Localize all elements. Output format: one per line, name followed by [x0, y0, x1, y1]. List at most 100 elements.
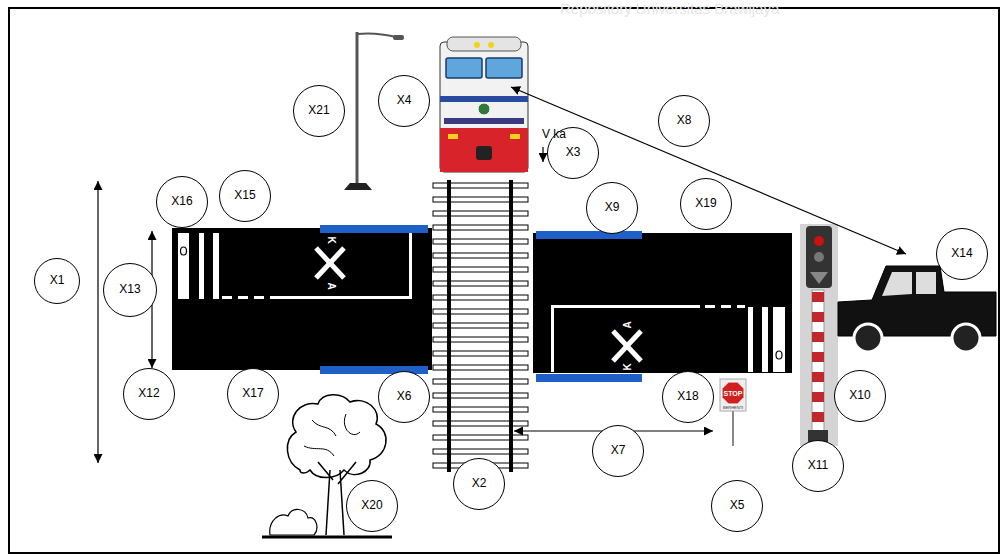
- truck-window: [882, 272, 912, 296]
- lane-dash: [721, 305, 731, 308]
- dimension-arrow: [97, 181, 98, 463]
- train-body: [440, 42, 528, 172]
- callout-number: X16: [171, 195, 192, 208]
- lamp-head: [393, 35, 404, 40]
- train-roof: [447, 37, 521, 51]
- callout-circle: X11: [792, 440, 844, 492]
- train-stripe: [444, 118, 524, 124]
- train-window: [486, 58, 522, 78]
- pole-stripe: [812, 292, 824, 302]
- lane-dash: [238, 296, 248, 299]
- pole-stripe: [812, 332, 824, 342]
- callout-number: X10: [849, 389, 870, 402]
- truck-wheel: [854, 324, 882, 352]
- callout-circle: X6: [378, 371, 430, 423]
- callout-number: X19: [695, 197, 716, 210]
- callout-circle: X9: [586, 182, 638, 234]
- train-coupler: [476, 146, 492, 160]
- road-right: [533, 233, 792, 373]
- callout-circle: X18: [662, 371, 714, 423]
- signal-light: [814, 252, 824, 262]
- road-symbol: [776, 351, 782, 359]
- callout-number: X20: [361, 499, 382, 512]
- stop-bar: [178, 233, 189, 299]
- callout-number: X11: [808, 459, 828, 472]
- callout-number: X13: [119, 283, 140, 296]
- stop-sign-board: [720, 379, 746, 411]
- callout-circle: X12: [123, 368, 175, 420]
- watermark: Repository Universitas Brawijaya: [560, 1, 779, 16]
- callout-circle: X20: [346, 480, 398, 532]
- lamp-pole: [356, 32, 359, 186]
- stop-bar: [748, 307, 753, 372]
- train-emblem: [478, 103, 490, 115]
- signal-photo-bg: [800, 224, 838, 446]
- tree-canopy: [287, 395, 386, 478]
- pole-stripe: [812, 412, 824, 422]
- signal-marker: [810, 272, 828, 284]
- signal-pole: [812, 290, 824, 432]
- cross-marking: [613, 331, 641, 361]
- lane-line: [270, 296, 412, 299]
- blue-curb: [536, 374, 642, 382]
- callout-number: X6: [397, 390, 412, 403]
- callout-number: X1: [50, 274, 65, 287]
- stop-sign-pole: [732, 408, 734, 446]
- train-window: [446, 58, 482, 78]
- truck-wheel: [952, 324, 980, 352]
- cross-marking: [316, 248, 344, 278]
- sign-text: STOP: [724, 390, 743, 397]
- callout-circle: X13: [103, 263, 157, 317]
- callout-number: X4: [397, 94, 412, 107]
- lane-dash: [737, 305, 745, 308]
- train-headlight: [488, 42, 494, 48]
- callout-number: X5: [730, 499, 745, 512]
- callout-number: X7: [611, 444, 626, 457]
- callout-circle: X5: [711, 480, 763, 532]
- callout-number: X15: [234, 189, 255, 202]
- stop-bar: [762, 307, 768, 372]
- lane-dash: [222, 296, 232, 299]
- cross-marking: [613, 331, 641, 361]
- road-marking-letter: A: [622, 321, 632, 328]
- lane-line: [551, 305, 554, 372]
- lane-dash: [705, 305, 715, 308]
- frame: [9, 8, 999, 553]
- callout-circle: X14: [936, 228, 988, 280]
- truck-window: [916, 272, 936, 294]
- callout-number: X12: [138, 387, 159, 400]
- lamp-base: [344, 183, 372, 190]
- signal-light: [814, 236, 824, 246]
- cross-marking: [316, 248, 344, 278]
- pole-stripe: [812, 312, 824, 322]
- callout-circle: X21: [293, 85, 345, 137]
- lane-line: [409, 233, 412, 299]
- pole-stripe: [812, 392, 824, 402]
- callout-circle: X7: [592, 425, 644, 477]
- callout-number: X3: [566, 146, 581, 159]
- train-lamp: [448, 134, 458, 139]
- train-headlight: [474, 42, 480, 48]
- road-marking-letter: A: [325, 282, 335, 289]
- signal-pole-stripes: [812, 292, 824, 422]
- callout-circle: X16: [156, 176, 208, 228]
- train-lamp: [510, 134, 520, 139]
- road-marking-letter: K: [622, 363, 632, 370]
- callout-number: X9: [605, 201, 620, 214]
- callout-number: X14: [951, 247, 972, 260]
- blue-curb: [320, 225, 428, 233]
- callout-circle: X17: [227, 368, 279, 420]
- callout-number: X17: [242, 387, 263, 400]
- callout-circle: X8: [658, 95, 710, 147]
- callout-number: X18: [677, 390, 698, 403]
- road-symbol: [181, 247, 187, 255]
- blue-curb: [536, 231, 642, 239]
- road-left: [172, 228, 432, 370]
- lane-line: [552, 305, 700, 308]
- stop-sign-octagon: [722, 382, 744, 404]
- train-front-red: [440, 128, 528, 172]
- stop-bar: [213, 233, 219, 299]
- sign-text: BERHENTI: [723, 406, 743, 410]
